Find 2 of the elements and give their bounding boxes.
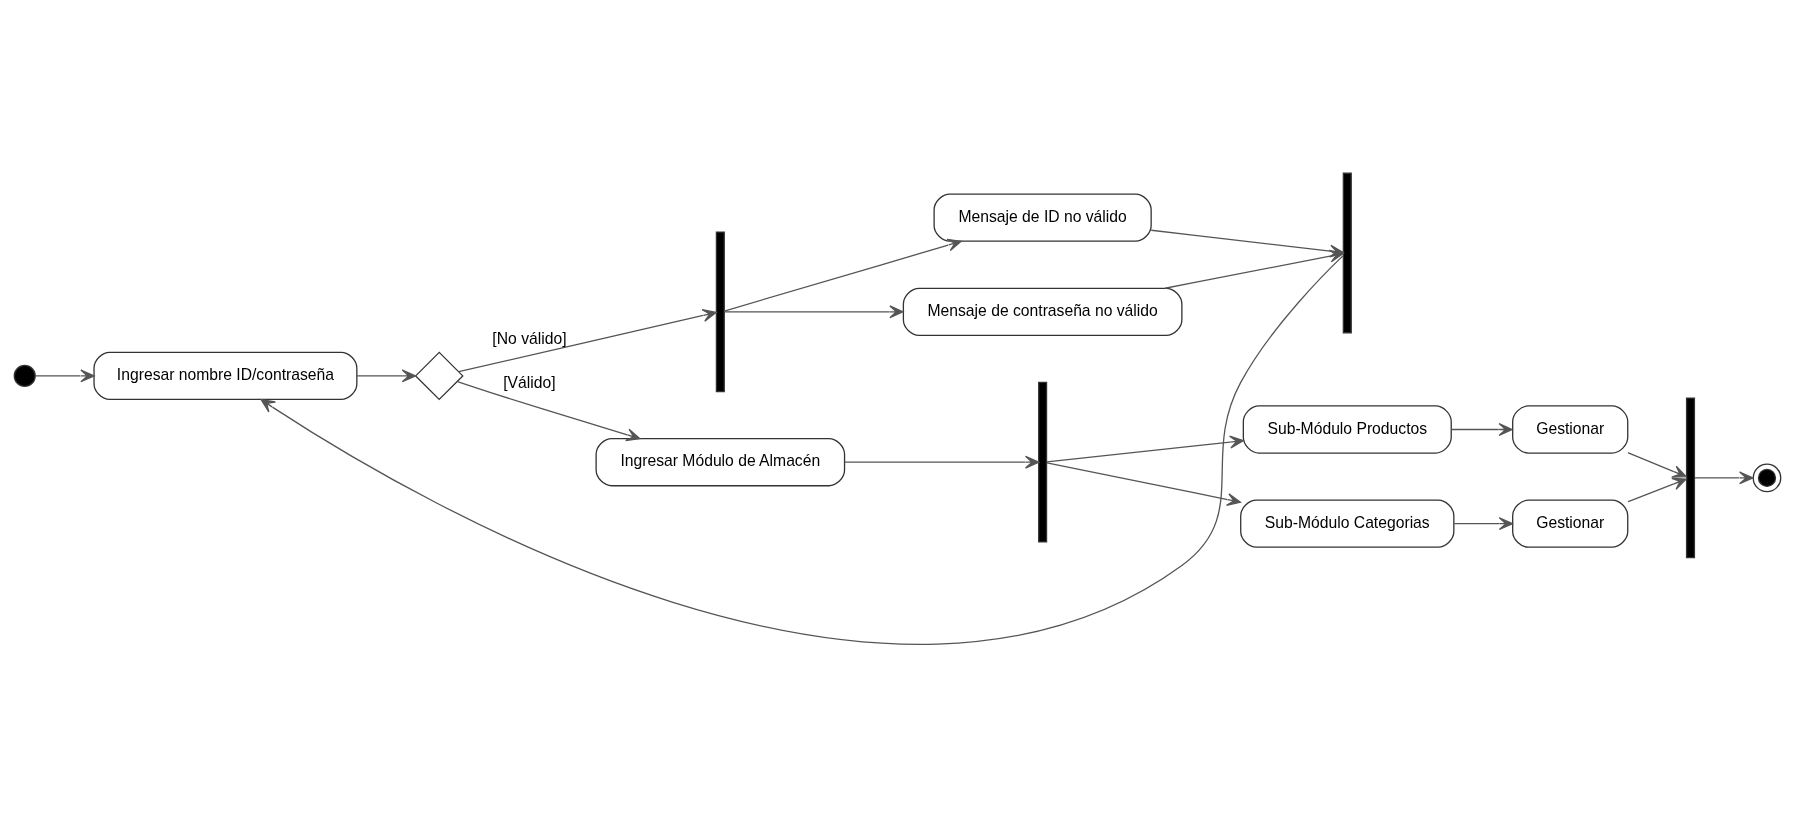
edge-label: [No válido]	[492, 329, 567, 347]
edge-label: [Válido]	[503, 373, 556, 391]
